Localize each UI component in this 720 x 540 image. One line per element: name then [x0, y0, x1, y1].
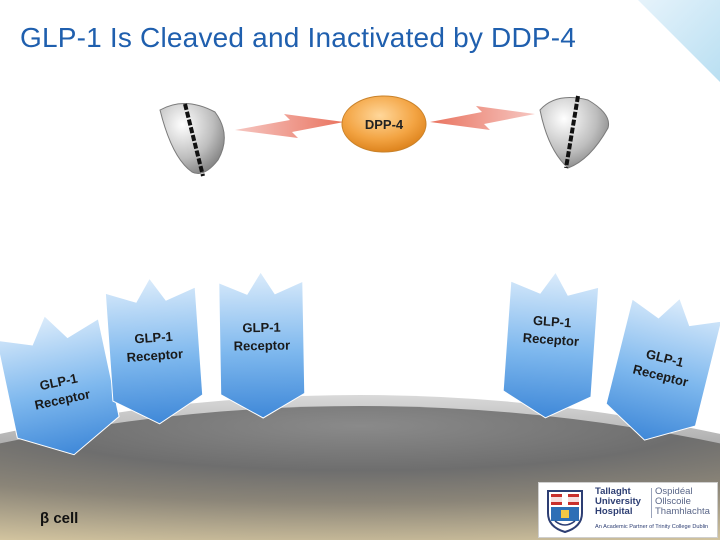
- logo-name-irish: Ospidéal Ollscoile Thamhlachta: [655, 487, 710, 517]
- receptor-4-line2: Receptor: [522, 330, 579, 349]
- receptor-2-line2: Receptor: [126, 346, 183, 365]
- logo-en-line2: University: [595, 496, 641, 507]
- receptor-3-line2: Receptor: [234, 338, 291, 354]
- logo-en-line1: Tallaght: [595, 486, 631, 497]
- logo-ga-line3: Thamhlachta: [655, 506, 710, 517]
- receptor-2: GLP-1 Receptor: [104, 277, 204, 425]
- logo-name-english: Tallaght University Hospital: [595, 487, 641, 517]
- receptor-4: GLP-1 Receptor: [502, 271, 600, 419]
- receptor-4-line1: GLP-1: [533, 313, 572, 331]
- receptor-1: GLP-1 Receptor: [0, 314, 120, 456]
- dpp4-enzyme: DPP-4: [341, 95, 427, 153]
- corner-decoration: [638, 0, 720, 82]
- logo-ga-line1: Ospidéal: [655, 486, 693, 497]
- logo-tagline: An Academic Partner of Trinity College D…: [595, 524, 709, 530]
- dpp4-label: DPP-4: [365, 117, 404, 132]
- cleavage-bolt-left: [235, 114, 344, 138]
- logo-ga-line2: Ollscoile: [655, 496, 691, 507]
- receptor-3-line1: GLP-1: [242, 320, 281, 336]
- crest-icon: [547, 490, 583, 533]
- slide-title: GLP-1 Is Cleaved and Inactivated by DDP-…: [20, 22, 577, 53]
- hospital-logo: Tallaght University Hospital Ospidéal Ol…: [538, 482, 718, 538]
- glp1-fragment-left: [159, 103, 225, 177]
- glp1-fragment-right: [539, 95, 610, 169]
- receptor-3: GLP-1 Receptor: [218, 271, 306, 419]
- logo-en-line3: Hospital: [595, 506, 633, 517]
- receptor-2-line1: GLP-1: [134, 329, 173, 347]
- receptor-5: GLP-1 Receptor: [605, 297, 720, 441]
- beta-cell-label: β cell: [40, 510, 79, 527]
- cleavage-bolt-right: [430, 106, 535, 130]
- logo-divider: [651, 488, 652, 518]
